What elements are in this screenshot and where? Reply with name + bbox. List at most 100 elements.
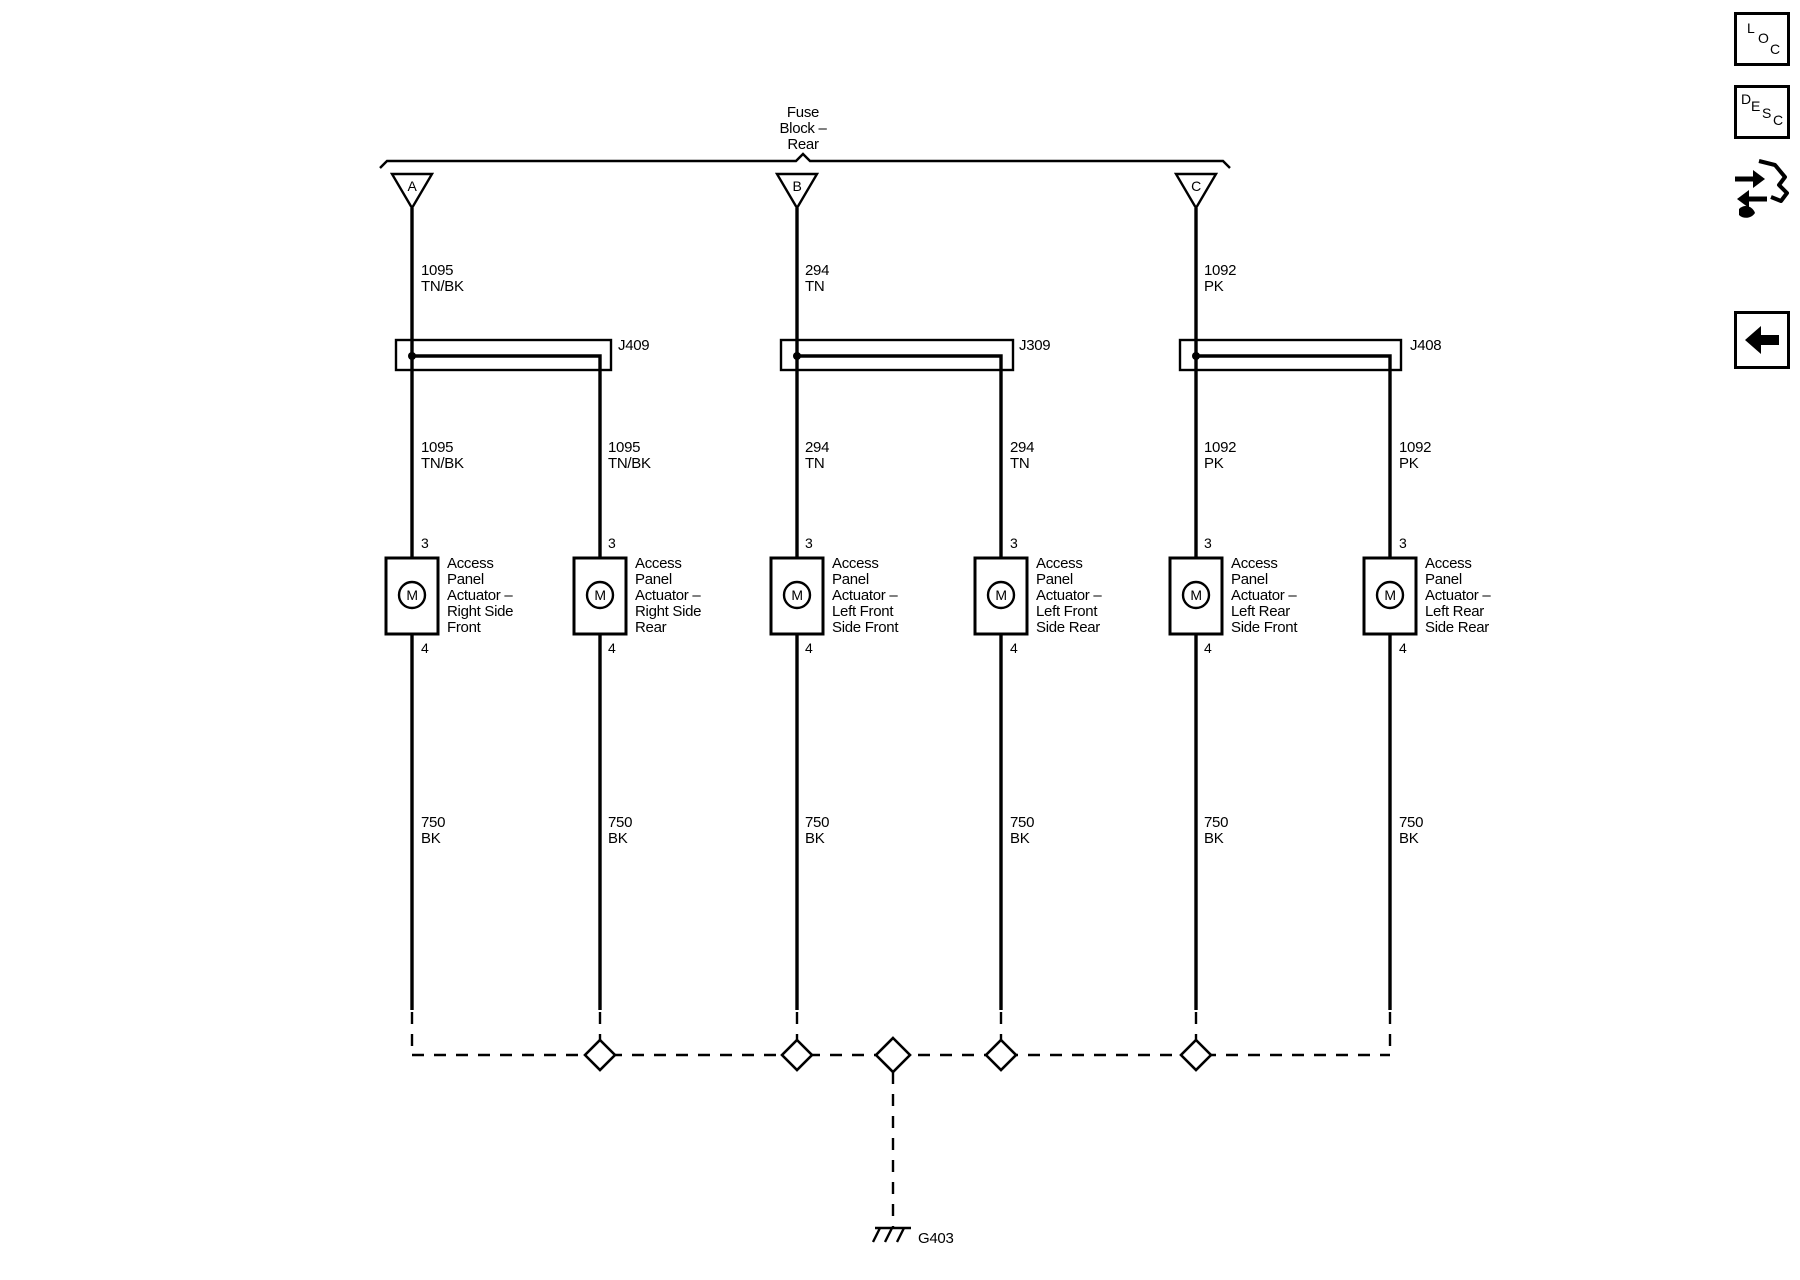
svg-text:Panel: Panel <box>1231 571 1268 588</box>
svg-text:Actuator –: Actuator – <box>832 587 898 604</box>
desc-letter-d: D <box>1741 91 1752 107</box>
branch-label-5: 1092 PK <box>1204 439 1236 472</box>
svg-text:Access: Access <box>832 555 879 572</box>
svg-text:M: M <box>1384 587 1395 603</box>
svg-text:M: M <box>995 587 1006 603</box>
ground-symbol-g403: G403 <box>871 1226 954 1247</box>
svg-text:BK: BK <box>805 830 825 847</box>
ground-label-5: 750 BK <box>1204 814 1228 847</box>
svg-text:Right Side: Right Side <box>447 603 513 620</box>
svg-text:4: 4 <box>608 640 616 656</box>
svg-text:Side Rear: Side Rear <box>1425 619 1489 636</box>
svg-text:3: 3 <box>608 535 616 551</box>
svg-text:B: B <box>792 178 801 194</box>
actuator-left-rear-side-rear: M 3 4 Access Panel Actuator – Left Rear … <box>1362 535 1492 656</box>
svg-text:1092: 1092 <box>1204 439 1236 456</box>
terminal-b: B <box>774 172 820 211</box>
actuator-left-rear-side-front: M 3 4 Access Panel Actuator – Left Rear … <box>1168 535 1299 656</box>
svg-text:3: 3 <box>1399 535 1407 551</box>
svg-text:BK: BK <box>608 830 628 847</box>
desc-letter-c: C <box>1773 112 1784 128</box>
svg-text:1092: 1092 <box>1204 262 1236 279</box>
svg-text:294: 294 <box>805 262 829 279</box>
svg-text:Access: Access <box>635 555 682 572</box>
svg-text:Actuator –: Actuator – <box>447 587 513 604</box>
svg-text:1095: 1095 <box>421 262 453 279</box>
actuator-left-front-side-rear: M 3 4 Access Panel Actuator – Left Front… <box>973 535 1103 656</box>
svg-text:3: 3 <box>1010 535 1018 551</box>
loc-letter-c: C <box>1770 41 1781 57</box>
actuator-right-side-front: M 3 4 Access Panel Actuator – Right Side… <box>384 535 514 656</box>
svg-text:Block –: Block – <box>779 120 827 137</box>
svg-text:Panel: Panel <box>635 571 672 588</box>
ground-label-4: 750 BK <box>1010 814 1034 847</box>
svg-text:Left Front: Left Front <box>1036 603 1098 620</box>
svg-text:Front: Front <box>447 619 482 636</box>
branch-label-4: 294 TN <box>1010 439 1034 472</box>
svg-text:C: C <box>1191 178 1201 194</box>
ground-splice-diamonds <box>583 1036 1213 1074</box>
svg-text:Left Rear: Left Rear <box>1231 603 1290 620</box>
svg-text:750: 750 <box>1204 814 1228 831</box>
connector-tool-icon[interactable] <box>1731 155 1793 221</box>
svg-text:BK: BK <box>1399 830 1419 847</box>
splice-j409: J409 <box>394 337 650 372</box>
svg-text:M: M <box>594 587 605 603</box>
svg-text:Actuator –: Actuator – <box>1036 587 1102 604</box>
ground-harness <box>410 990 1392 1228</box>
svg-text:G403: G403 <box>918 1230 954 1247</box>
svg-text:4: 4 <box>1010 640 1018 656</box>
svg-text:Fuse: Fuse <box>787 104 819 121</box>
svg-text:J409: J409 <box>618 337 649 354</box>
fuse-block-label: Fuse Block – Rear <box>779 104 827 153</box>
svg-text:294: 294 <box>1010 439 1034 456</box>
svg-text:Side Front: Side Front <box>1231 619 1298 636</box>
svg-text:J309: J309 <box>1019 337 1050 354</box>
branch-label-2: 1095 TN/BK <box>608 439 651 472</box>
svg-text:750: 750 <box>1010 814 1034 831</box>
branch-label-6: 1092 PK <box>1399 439 1431 472</box>
feed-label-a: 1095 TN/BK <box>421 262 464 295</box>
svg-text:BK: BK <box>1204 830 1224 847</box>
svg-text:1092: 1092 <box>1399 439 1431 456</box>
svg-text:Panel: Panel <box>447 571 484 588</box>
svg-text:M: M <box>1190 587 1201 603</box>
svg-text:Panel: Panel <box>832 571 869 588</box>
svg-text:PK: PK <box>1204 278 1224 295</box>
svg-text:Access: Access <box>1036 555 1083 572</box>
location-button[interactable]: L O C <box>1734 12 1790 66</box>
feed-label-c: 1092 PK <box>1204 262 1236 295</box>
svg-text:Left Rear: Left Rear <box>1425 603 1484 620</box>
svg-text:J408: J408 <box>1410 337 1441 354</box>
svg-text:750: 750 <box>805 814 829 831</box>
svg-text:Access: Access <box>1425 555 1472 572</box>
svg-text:M: M <box>791 587 802 603</box>
svg-text:4: 4 <box>421 640 429 656</box>
svg-text:1095: 1095 <box>421 439 453 456</box>
svg-text:4: 4 <box>805 640 813 656</box>
svg-text:3: 3 <box>1204 535 1212 551</box>
svg-text:4: 4 <box>1399 640 1407 656</box>
svg-text:TN/BK: TN/BK <box>421 455 464 472</box>
svg-text:Side Rear: Side Rear <box>1036 619 1100 636</box>
svg-text:750: 750 <box>1399 814 1423 831</box>
desc-letter-s: S <box>1762 105 1772 121</box>
svg-text:294: 294 <box>805 439 829 456</box>
description-button[interactable]: D E S C <box>1734 85 1790 139</box>
svg-text:TN: TN <box>1010 455 1029 472</box>
branch-label-1: 1095 TN/BK <box>421 439 464 472</box>
svg-text:Rear: Rear <box>635 619 667 636</box>
svg-text:PK: PK <box>1204 455 1224 472</box>
svg-text:BK: BK <box>1010 830 1030 847</box>
svg-text:Left Front: Left Front <box>832 603 894 620</box>
ground-label-3: 750 BK <box>805 814 829 847</box>
loc-letter-l: L <box>1747 20 1755 36</box>
feed-label-b: 294 TN <box>805 262 829 295</box>
ground-label-6: 750 BK <box>1399 814 1423 847</box>
back-button[interactable] <box>1734 311 1790 369</box>
ground-label-2: 750 BK <box>608 814 632 847</box>
terminal-a: A <box>389 172 435 211</box>
svg-text:Side Front: Side Front <box>832 619 899 636</box>
svg-text:Panel: Panel <box>1425 571 1462 588</box>
